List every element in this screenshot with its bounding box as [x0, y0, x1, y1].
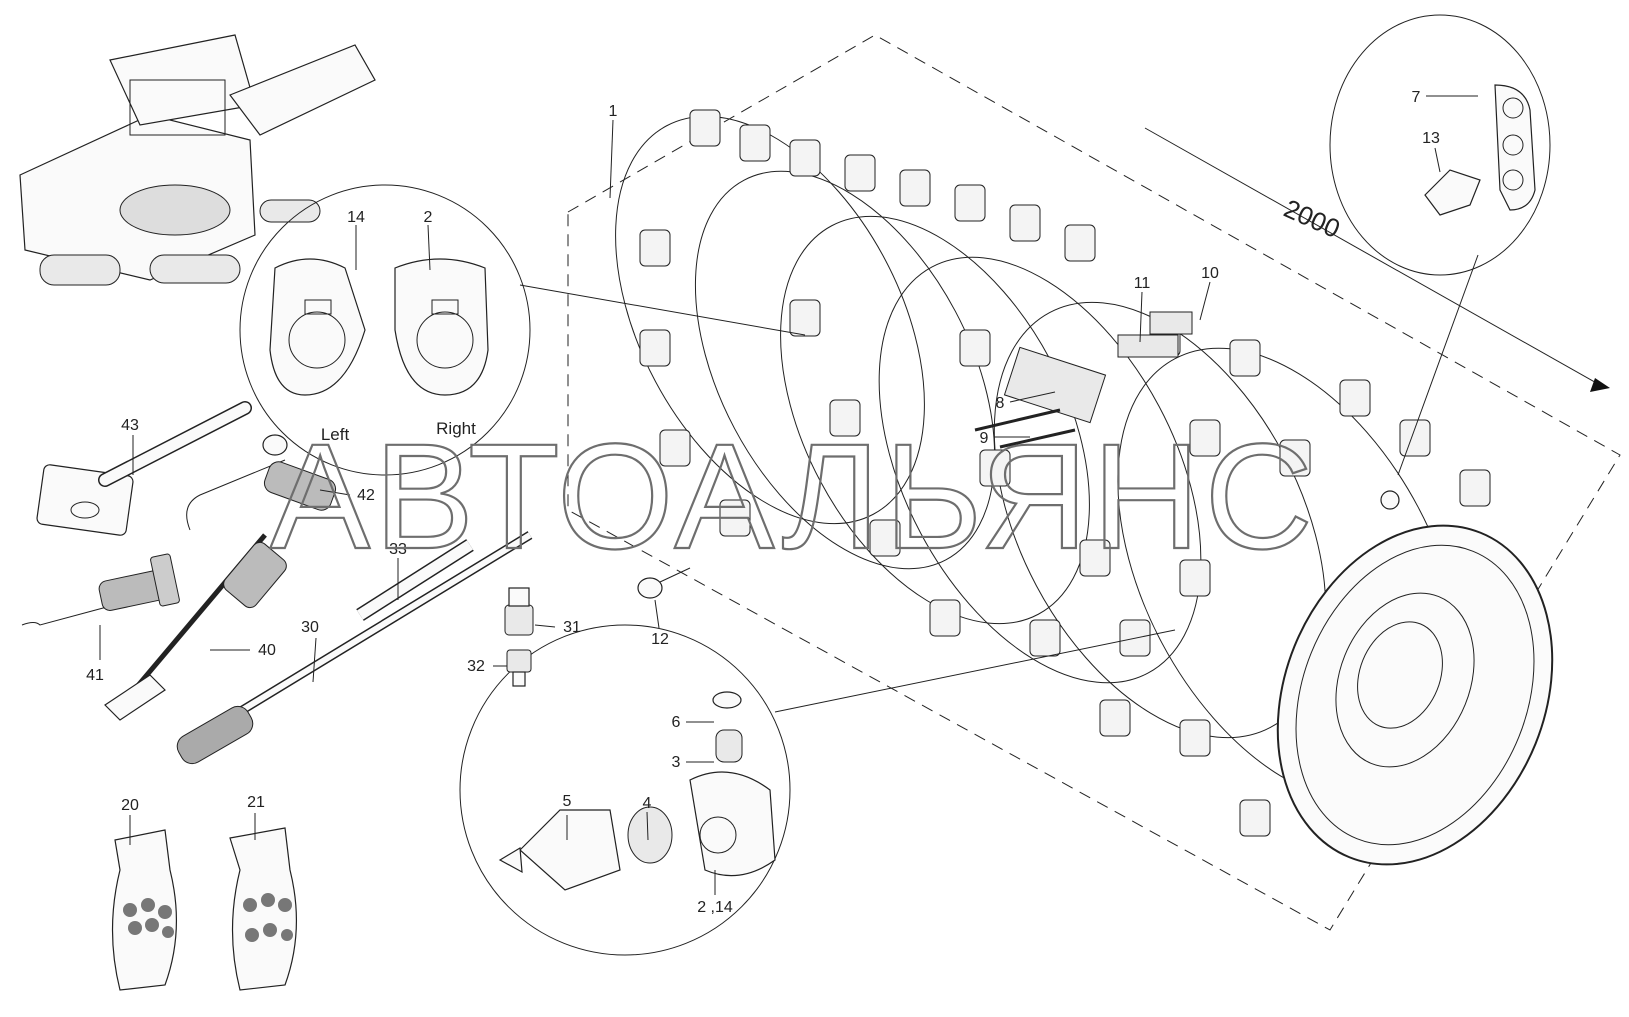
callout-42: 42 — [357, 487, 375, 504]
callout-2-14: 2 ,14 — [697, 899, 733, 916]
callout-41: 41 — [86, 667, 104, 684]
callout-20: 20 — [121, 797, 139, 814]
callout-9: 9 — [980, 430, 989, 447]
callout-8: 8 — [996, 395, 1005, 412]
bag-20 — [111, 829, 178, 991]
tool-hammer — [36, 401, 252, 536]
tool-wrench-30 — [176, 531, 533, 765]
tool-extractor-41 — [21, 553, 180, 626]
callout-2: 2 — [424, 209, 433, 226]
part-plug-12 — [637, 567, 691, 599]
callout-10: 10 — [1201, 265, 1219, 282]
dimension-2000: 2000 — [1144, 127, 1610, 392]
milling-machine — [19, 34, 376, 286]
callout-4: 4 — [643, 795, 652, 812]
callout-30: 30 — [301, 619, 319, 636]
callout-33: 33 — [389, 541, 407, 558]
callout-6: 6 — [672, 714, 681, 731]
label-right: Right — [436, 419, 476, 438]
callout-3: 3 — [672, 754, 681, 771]
tool-extractor-42 — [186, 434, 337, 531]
callout-13: 13 — [1422, 130, 1440, 147]
label-left: Left — [321, 425, 350, 444]
leader-lines — [99, 95, 1478, 895]
callout-7: 7 — [1412, 89, 1421, 106]
tool-sockets — [504, 587, 534, 687]
callout-43: 43 — [121, 417, 139, 434]
callout-31: 31 — [563, 619, 581, 636]
detail-circle-holders — [239, 184, 806, 476]
tool-extractor-40 — [104, 533, 287, 721]
callout-11: 11 — [1134, 275, 1151, 292]
detail-circle-bit — [459, 624, 1176, 956]
callout-14: 14 — [347, 209, 365, 226]
callout-32: 32 — [467, 658, 485, 675]
dimension-text: 2000 — [1280, 193, 1345, 244]
callout-1: 1 — [609, 103, 618, 120]
callout-12: 12 — [651, 631, 669, 648]
watermark: АВТОАЛЬЯНС — [270, 412, 1317, 580]
callout-5: 5 — [563, 793, 572, 810]
cutting-drum — [615, 109, 1554, 866]
bag-21 — [229, 827, 298, 991]
callout-21: 21 — [247, 794, 265, 811]
detail-circle-holder-7 — [1329, 14, 1551, 476]
tool-extension-33 — [356, 539, 474, 621]
callout-40: 40 — [258, 642, 276, 659]
